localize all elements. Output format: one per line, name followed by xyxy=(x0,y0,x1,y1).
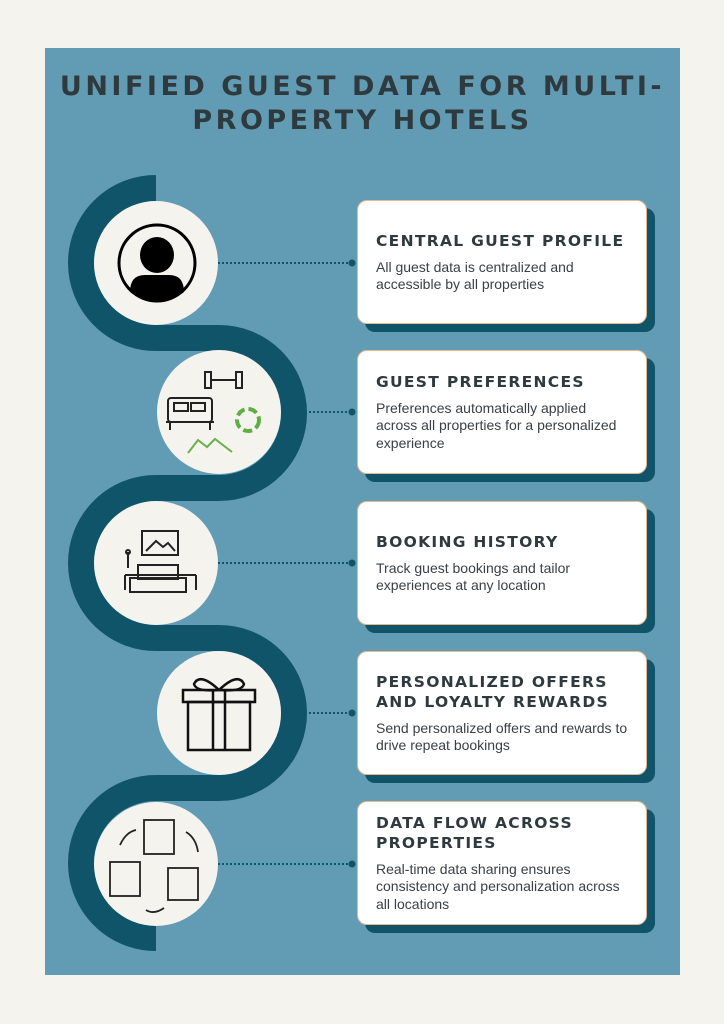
step-description: Preferences automatically applied across… xyxy=(376,399,617,451)
page-title: UNIFIED GUEST DATA FOR MULTI-PROPERTY HO… xyxy=(59,71,666,136)
step-description: All guest data is centralized and access… xyxy=(376,258,574,293)
hotel-room-icon xyxy=(124,530,197,593)
step-card-guest-preferences: GUEST PREFERENCES Preferences automatica… xyxy=(357,350,647,474)
step-card-data-flow: DATA FLOW ACROSS PROPERTIES Real-time da… xyxy=(357,801,647,925)
user-profile-icon xyxy=(117,223,197,303)
gift-icon xyxy=(181,677,257,752)
step-description: Real-time data sharing ensures consisten… xyxy=(376,860,620,912)
step-card-booking-history: BOOKING HISTORY Track guest bookings and… xyxy=(357,501,647,625)
hotels-sync-icon xyxy=(109,819,199,913)
step-heading: PERSONALIZED OFFERS AND LOYALTY REWARDS xyxy=(376,672,610,711)
step-heading: BOOKING HISTORY xyxy=(376,532,559,551)
preferences-icon xyxy=(166,371,261,454)
step-heading: DATA FLOW ACROSS PROPERTIES xyxy=(376,813,573,852)
step-card-personalized-offers: PERSONALIZED OFFERS AND LOYALTY REWARDS … xyxy=(357,651,647,775)
step-heading: CENTRAL GUEST PROFILE xyxy=(376,231,625,250)
step-description: Track guest bookings and tailor experien… xyxy=(376,559,571,594)
step-heading: GUEST PREFERENCES xyxy=(376,372,585,391)
step-card-central-guest-profile: CENTRAL GUEST PROFILE All guest data is … xyxy=(357,200,647,324)
step-description: Send personalized offers and rewards to … xyxy=(376,719,628,754)
